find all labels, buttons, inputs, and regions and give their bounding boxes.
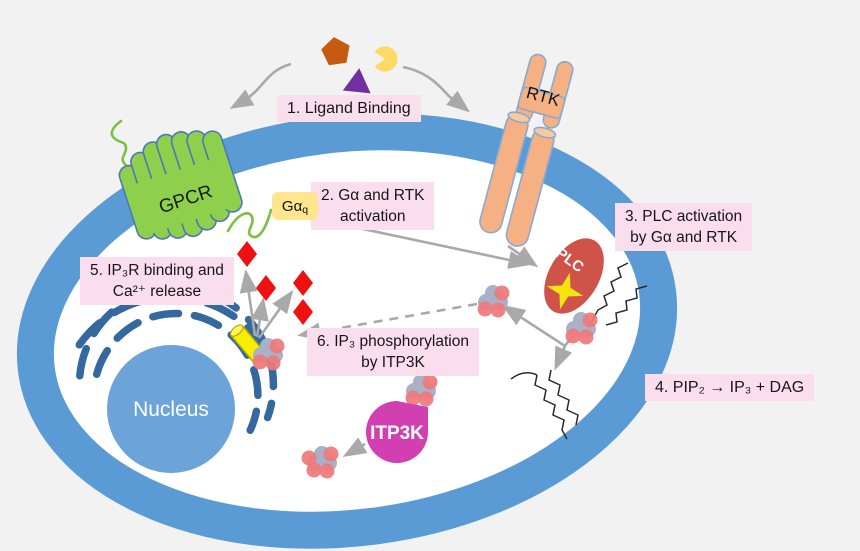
step5-line2: Ca²⁺ release: [112, 283, 202, 300]
calcium-release-arrow-3: [257, 289, 294, 339]
galpha-subscript: q: [302, 204, 309, 216]
calcium-release-arrow-1: [239, 269, 258, 337]
gpcr-galpha-linker-squiggle: [226, 208, 273, 239]
calcium-ions: [237, 241, 313, 325]
ip3-molecule-at-ip3r: [252, 338, 285, 371]
step3-line1: 3. PLC activation: [625, 208, 743, 225]
step2-line1: 2. Gα and RTK: [321, 187, 425, 204]
rtk-receptor: RTK: [479, 53, 574, 247]
step1-text: 1. Ligand Binding: [287, 100, 411, 117]
ip4-molecule: [301, 446, 339, 479]
step6-line1: 6. IP₃ phosphorylation: [317, 333, 469, 350]
itp3k-enzyme: [366, 401, 428, 463]
dag-lipid: [510, 369, 579, 440]
calcium-ion-icon: [256, 275, 276, 301]
nucleus: [107, 345, 235, 473]
rtk-to-plc-arrow: [507, 244, 539, 268]
ligand-to-rtk-arrow: [402, 65, 471, 113]
step5-line1: 5. IP₃R binding and: [90, 262, 224, 279]
calcium-ion-icon: [293, 299, 313, 325]
gpcr-receptor: GPCR: [118, 130, 243, 240]
ligand-pentagon: [321, 37, 350, 66]
calcium-ion-icon: [237, 241, 257, 267]
pip2-to-dag-arrow: [554, 345, 573, 371]
ip3-molecule-near-itp3k: [405, 374, 438, 407]
plc-enzyme: [544, 238, 604, 314]
ligand-to-gpcr-arrow: [229, 62, 292, 109]
itp3k-product-arrow: [342, 437, 368, 457]
step2-label: 2. Gα and RTK activation: [311, 182, 435, 230]
galpha-text: Gα: [281, 197, 303, 215]
step4-text: 4. PIP₂ → IP₃ + DAG: [655, 379, 805, 396]
step5-label: 5. IP₃R binding and Ca²⁺ release: [80, 257, 234, 305]
calcium-release-arrow-2: [250, 297, 269, 338]
nucleus-label: Nucleus: [133, 398, 209, 421]
step6-line2: by ITP3K: [361, 354, 425, 371]
signaling-molecules: [252, 285, 598, 479]
pip2-headgroup-molecule: [565, 312, 598, 345]
calcium-ion-icon: [293, 270, 313, 296]
step6-label: 6. IP₃ phosphorylation by ITP3K: [307, 328, 479, 376]
step3-label: 3. PLC activation by Gα and RTK: [615, 203, 753, 251]
step3-line2: by Gα and RTK: [630, 229, 738, 246]
itp3k-label: ITP3K: [370, 423, 424, 444]
step1-label: 1. Ligand Binding: [277, 95, 421, 122]
ligand-triangle: [342, 68, 371, 94]
plc-activation-star-icon: [546, 272, 584, 310]
step2-line2: activation: [339, 208, 406, 225]
ip3-molecule: [477, 285, 510, 318]
ligand-pacman: [374, 46, 398, 72]
step4-label: 4. PIP₂ → IP₃ + DAG: [645, 374, 815, 401]
